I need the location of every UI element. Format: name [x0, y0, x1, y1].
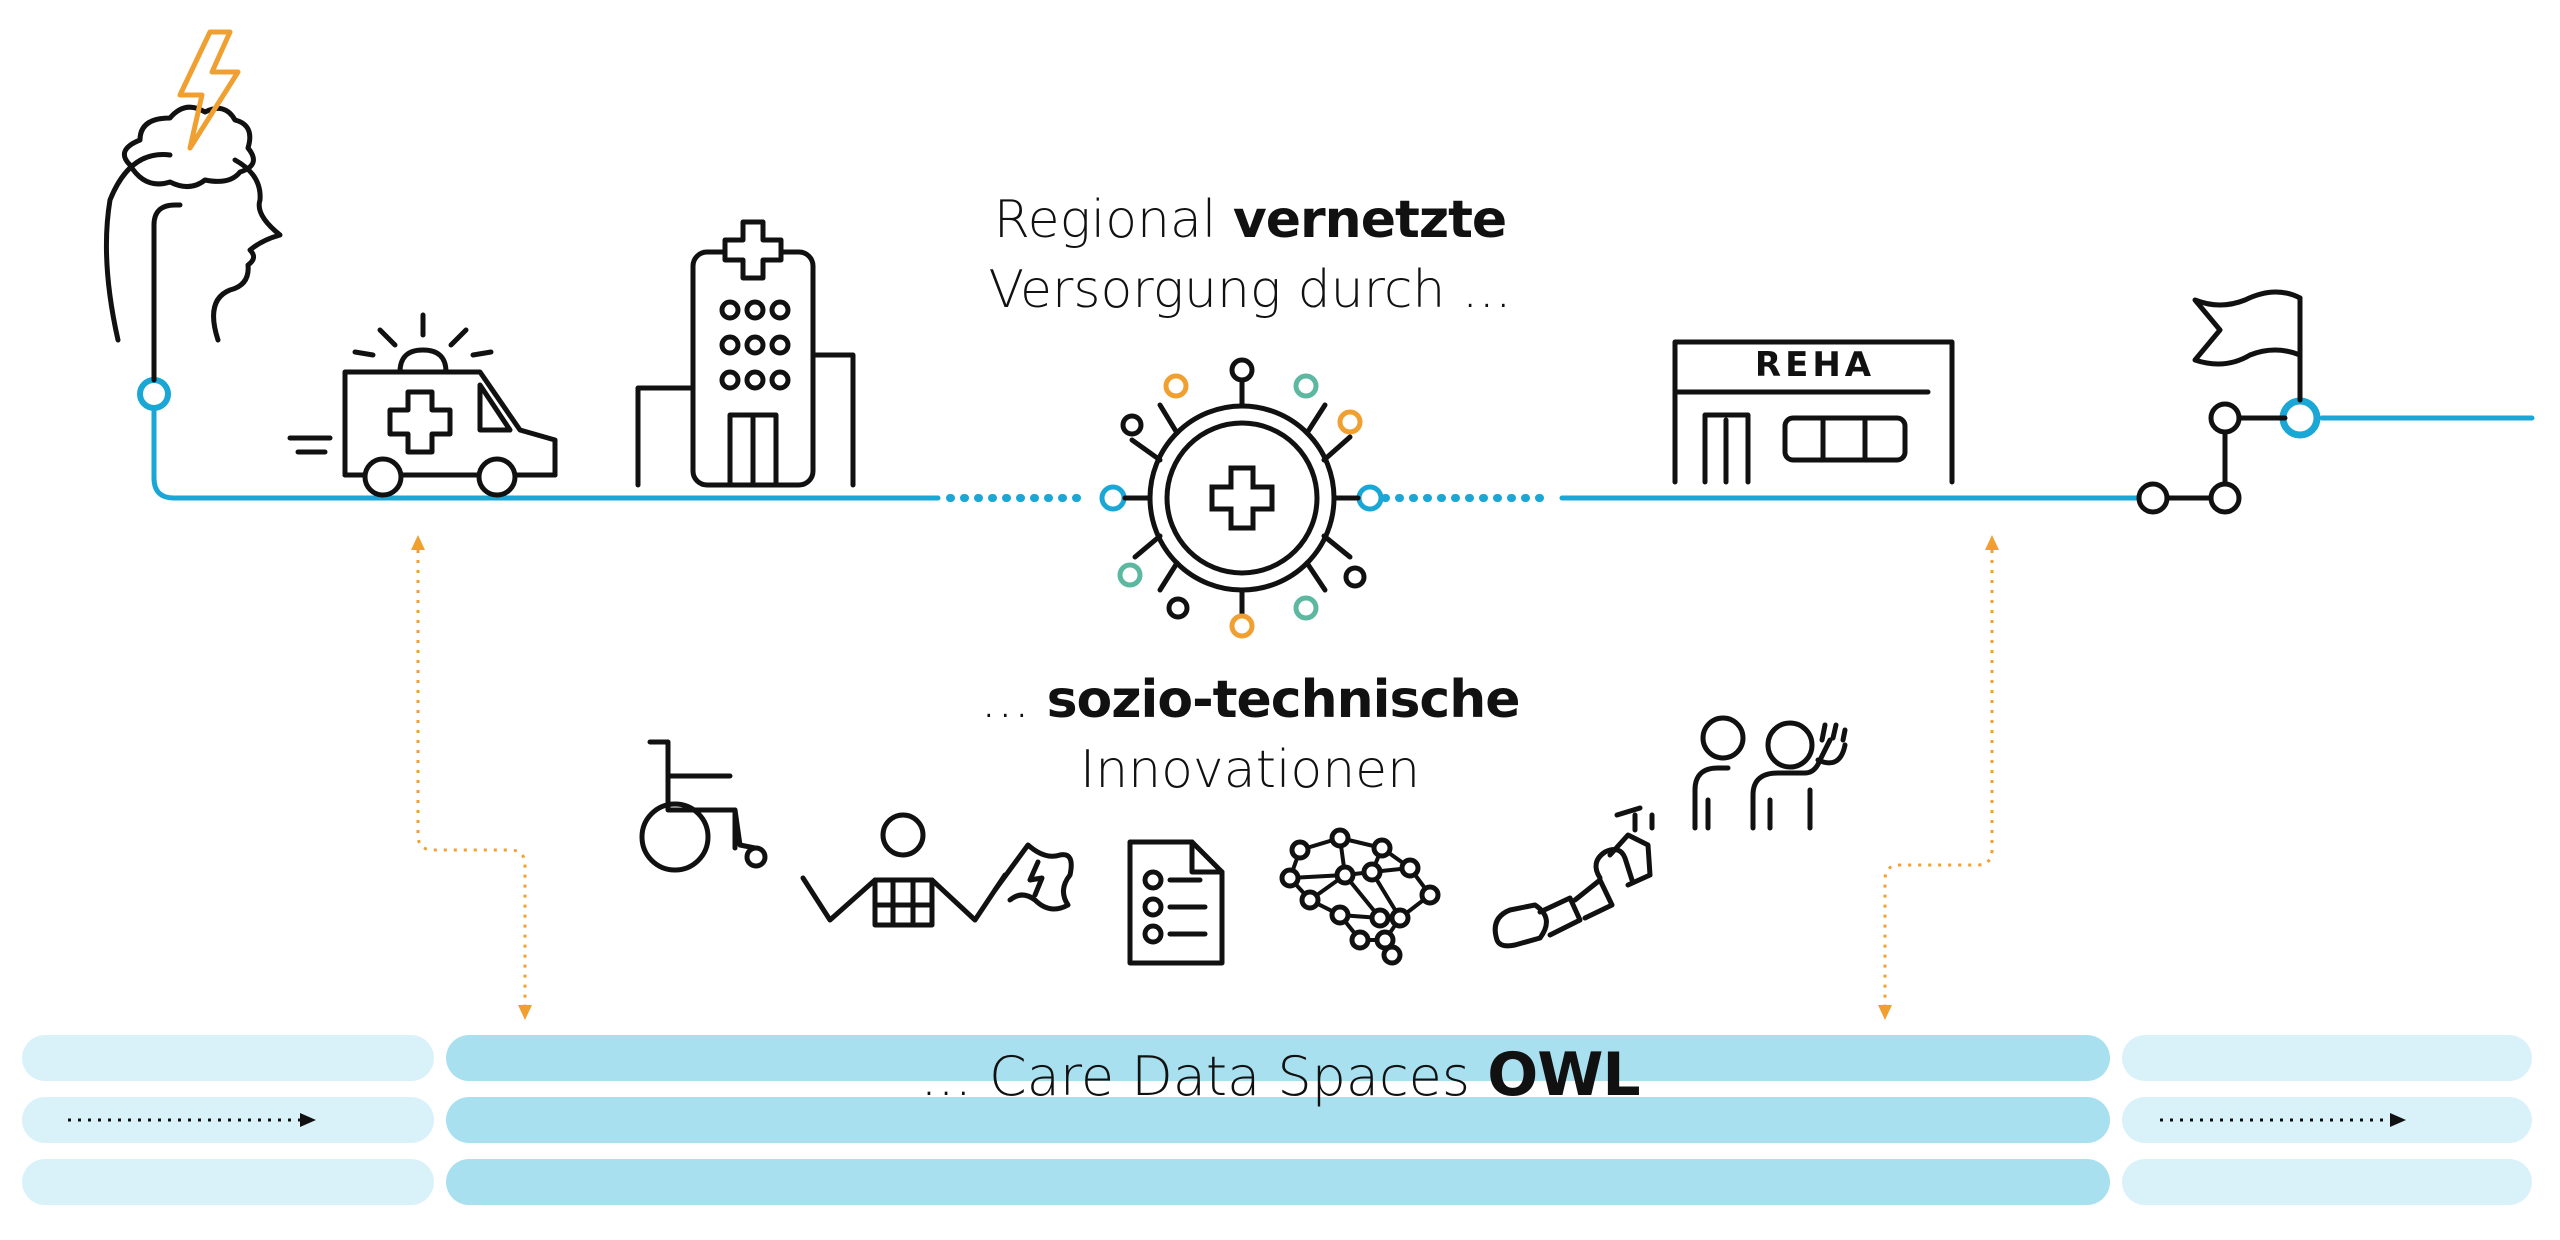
dataspace-bold: OWL: [1487, 1040, 1640, 1110]
orange-connectors: [416, 550, 1994, 1005]
reha-clinic-icon: [1672, 339, 1955, 485]
headline-bold: vernetzte: [1232, 190, 1507, 250]
dataspace-plain: ... Care Data Spaces: [920, 1045, 1488, 1108]
head-stroke-icon: [103, 104, 283, 383]
network-hub-icon: [1120, 357, 1367, 620]
start-node: [137, 377, 171, 411]
guide-person-icon: [800, 812, 1074, 928]
headline-line2: Versorgung durch ...: [988, 260, 1512, 320]
care-pathway-line: [151, 405, 2535, 502]
subheadline-line2: Innovationen: [1079, 740, 1421, 800]
wheelchair-icon: [639, 739, 768, 873]
subheadline-prefix: ...: [980, 670, 1047, 730]
data-space-bands: [22, 1035, 2532, 1205]
checklist-document-icon: [1127, 839, 1225, 966]
robot-arm-icon: [1492, 805, 1655, 949]
lightning-icon: [177, 29, 241, 151]
brain-network-icon: [1279, 827, 1441, 966]
goal-flag-icon: [2136, 289, 2303, 515]
dataspace-label: ... Care Data Spaces OWL: [830, 1040, 1730, 1112]
hospital-icon: [635, 219, 856, 488]
headline: Regional vernetzte Versorgung durch ...: [900, 185, 1600, 325]
ambulance-icon: [287, 312, 558, 498]
reha-sign: REHA: [1754, 345, 1876, 385]
subheadline-bold: sozio-technische: [1046, 670, 1521, 730]
community-people-icon: [1692, 715, 1848, 831]
end-node: [2279, 397, 2321, 439]
headline-plain: Regional: [993, 190, 1233, 250]
subheadline: ... sozio-technische Innovationen: [900, 665, 1600, 805]
